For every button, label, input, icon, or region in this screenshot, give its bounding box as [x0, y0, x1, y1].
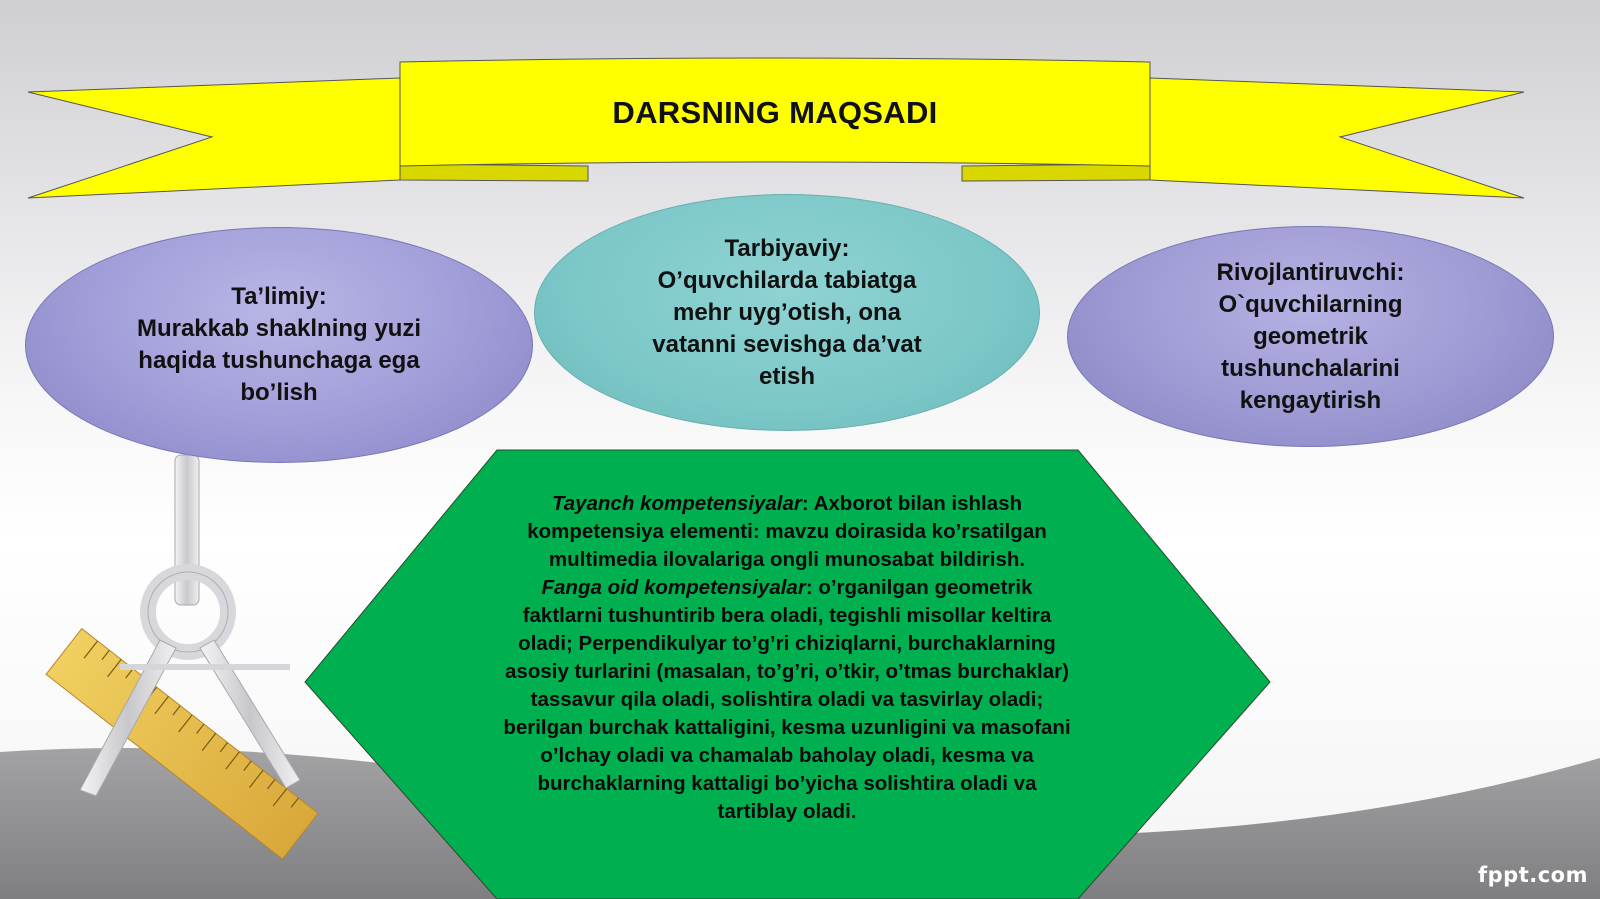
goal-rivojlantiruvchi-line: kengaytirish: [1239, 386, 1382, 414]
compass-icon: [79, 454, 301, 797]
tayanch-text: : Axborot bilan ishlash kompetensiya ele…: [527, 492, 1047, 571]
competency-hexagon: [304, 449, 1271, 899]
fanga-label: Fanga oid kompetensiyalar: [541, 576, 806, 599]
ribbon-left-tail: [27, 77, 401, 199]
goal-talimiy: Ta’limiy: Murakkab shaklning yuzi haqida…: [25, 227, 533, 463]
goal-rivojlantiruvchi-line: O`quvchilarning: [1218, 290, 1403, 318]
fanga-text: : o’rganilgan geometrik faktlarni tushun…: [503, 576, 1071, 823]
banner-ribbon: [27, 57, 1525, 199]
banner-title: DARSNING MAQSADI: [612, 95, 938, 130]
tayanch-label: Tayanch kompetensiyalar: [551, 492, 802, 515]
ruler-icon: [45, 627, 319, 860]
competencies-text: Tayanch kompetensiyalar: Axborot bilan i…: [500, 490, 1074, 826]
goal-tarbiyaviy-line: mehr uyg’otish, ona: [672, 298, 902, 326]
goal-tarbiyaviy-line: O’quvchilarda tabiatga: [657, 266, 917, 294]
goal-talimiy-heading: Ta’limiy:: [231, 283, 327, 310]
ribbon-left-fold: [399, 163, 589, 182]
goal-tarbiyaviy-line: etish: [758, 362, 815, 390]
goal-rivojlantiruvchi: Rivojlantiruvchi: O`quvchilarning geomet…: [1067, 226, 1554, 447]
goal-rivojlantiruvchi-line: tushunchalarini: [1221, 354, 1400, 382]
ribbon-right-tail: [1149, 77, 1525, 199]
goal-talimiy-line: haqida tushunchaga ega: [138, 347, 420, 374]
goal-talimiy-line: bo’lish: [240, 379, 318, 406]
ribbon-right-fold: [961, 163, 1151, 182]
goal-tarbiyaviy: Tarbiyaviy: O’quvchilarda tabiatga mehr …: [534, 194, 1040, 431]
goal-rivojlantiruvchi-heading: Rivojlantiruvchi:: [1216, 258, 1405, 286]
goal-tarbiyaviy-line: vatanni sevishga da’vat: [652, 330, 922, 358]
goal-rivojlantiruvchi-line: geometrik: [1253, 322, 1368, 350]
goal-tarbiyaviy-heading: Tarbiyaviy:: [724, 234, 850, 262]
goal-talimiy-line: Murakkab shaklning yuzi: [136, 315, 422, 342]
ribbon-center: [399, 57, 1151, 167]
brand-watermark: fppt.com: [1478, 863, 1588, 887]
